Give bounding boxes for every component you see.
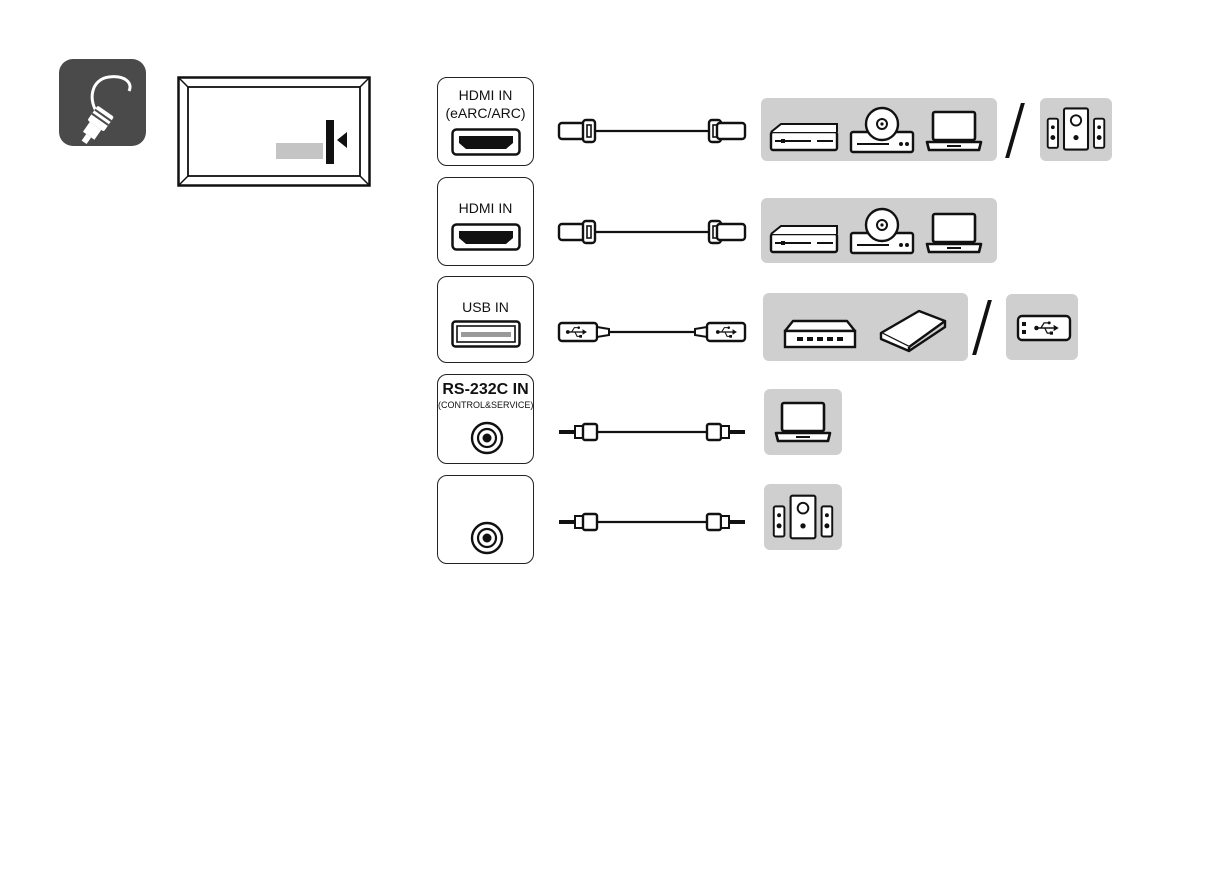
hdmi-port-icon [451,128,521,156]
external-hdd-icon [877,307,949,353]
usb-cable-icon [557,318,747,346]
speaker-system-icon [772,490,834,544]
connection-cable-icon [59,59,146,146]
audio-jack-port-icon [470,521,504,555]
audio-jack-cable-icon [557,418,747,446]
disc-player-icon [849,203,915,259]
port-box-hdmi: HDMI IN [437,177,534,266]
device-panel-speakers [764,484,842,550]
audio-jack-port-icon [470,421,504,455]
laptop-icon [774,399,832,445]
speaker-system-icon [1046,102,1106,156]
port-box-hdmi-earc: HDMI IN (eARC/ARC) [437,77,534,166]
device-panel-storage [763,293,968,361]
hdmi-port-icon [451,223,521,251]
port-sublabel: (CONTROL&SERVICE) [438,400,533,410]
laptop-icon [925,108,983,154]
or-separator [972,300,992,355]
port-label: RS-232C IN [438,381,533,399]
port-label: USB IN [438,299,533,315]
usb-flash-drive-icon [1016,314,1072,342]
dvd-player-icon [769,116,839,156]
port-box-audio-out [437,475,534,564]
tv-rear-diagram [177,76,371,187]
laptop-icon [925,210,983,256]
device-panel-sources [761,98,997,161]
or-separator [1005,103,1025,158]
device-panel-laptop [764,389,842,455]
hdmi-cable-icon [557,218,747,246]
port-label: HDMI IN [438,200,533,216]
port-box-usb: USB IN [437,276,534,363]
device-panel-speakers [1040,98,1112,161]
hdmi-cable-icon [557,117,747,145]
port-sublabel: (eARC/ARC) [438,105,533,121]
audio-jack-cable-icon [557,508,747,536]
usb-port-icon [451,320,521,348]
port-label: HDMI IN [438,87,533,103]
device-panel-sources [761,198,997,263]
device-panel-usb-drive [1006,294,1078,360]
dvd-player-icon [769,218,839,258]
port-box-rs232c: RS-232C IN (CONTROL&SERVICE) [437,374,534,464]
disc-player-icon [849,102,915,158]
network-hub-icon [783,317,857,351]
